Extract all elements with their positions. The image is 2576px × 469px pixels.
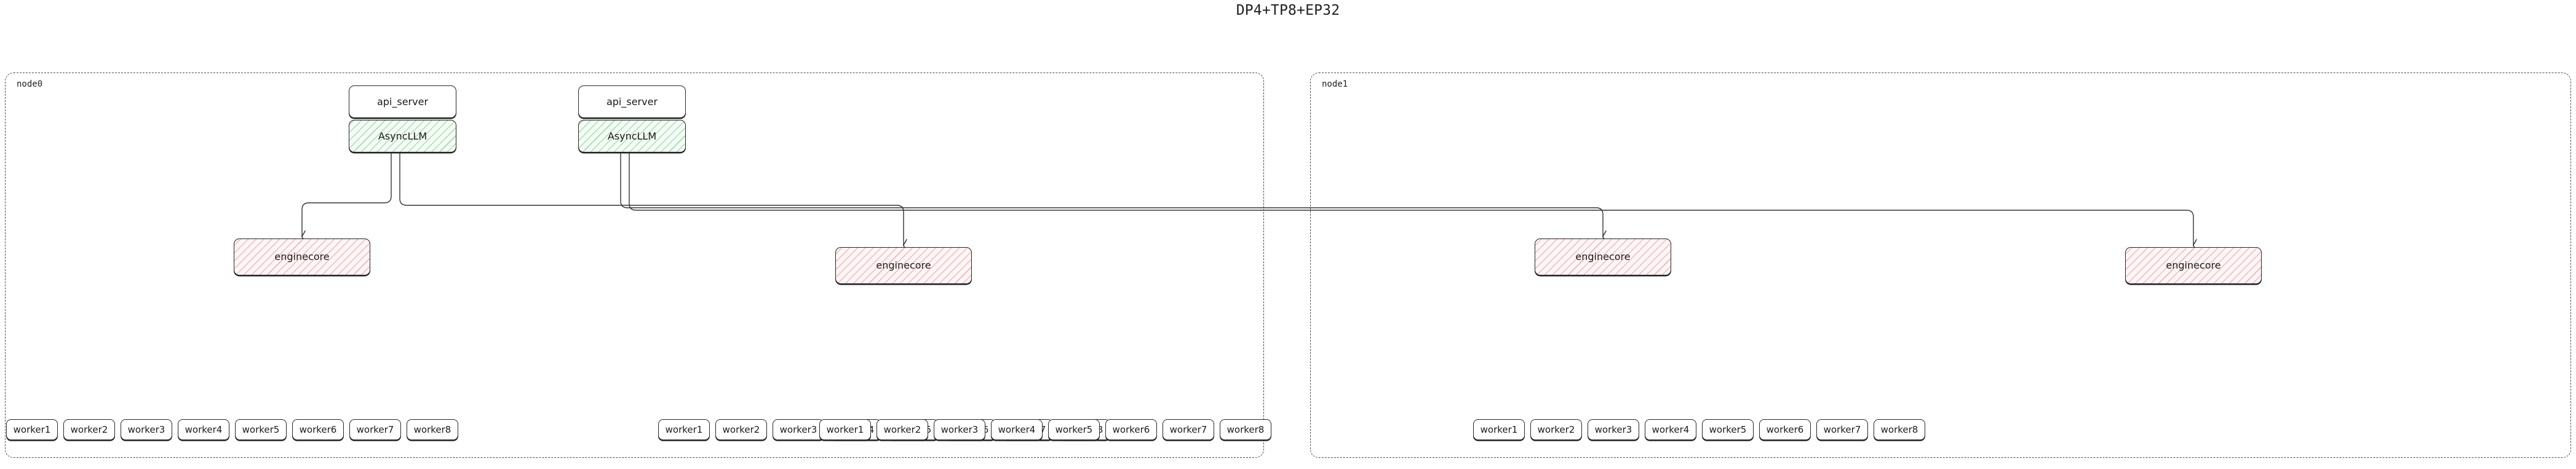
worker-box[interactable]: worker6	[292, 419, 344, 440]
worker-box[interactable]: worker2	[877, 419, 928, 440]
worker-box[interactable]: worker3	[121, 419, 172, 440]
worker-box-label: worker4	[1652, 424, 1690, 435]
worker-box[interactable]: worker7	[349, 419, 401, 440]
worker-box-label: worker4	[185, 424, 223, 435]
enginecore-box-0-label: enginecore	[274, 251, 330, 262]
worker-box-label: worker1	[13, 424, 51, 435]
worker-box[interactable]: worker4	[1645, 419, 1696, 440]
page-title: DP4+TP8+EP32	[1236, 2, 1340, 18]
worker-box[interactable]: worker1	[819, 419, 871, 440]
api-server-box-0[interactable]: api_server	[349, 85, 456, 118]
worker-box-label: worker6	[1766, 424, 1804, 435]
worker-box[interactable]: worker5	[1048, 419, 1100, 440]
worker-box[interactable]: worker2	[715, 419, 767, 440]
worker-box[interactable]: worker4	[178, 419, 229, 440]
worker-box-label: worker8	[1226, 424, 1265, 435]
worker-box-label: worker2	[1537, 424, 1575, 435]
worker-box-label: worker6	[1112, 424, 1150, 435]
worker-box[interactable]: worker1	[658, 419, 710, 440]
worker-box-label: worker2	[70, 424, 108, 435]
asyncllm-box-1[interactable]: AsyncLLM	[578, 120, 686, 152]
worker-box[interactable]: worker8	[1220, 419, 1271, 440]
worker-box-label: worker1	[826, 424, 864, 435]
worker-box-label: worker5	[242, 424, 280, 435]
worker-box-label: worker7	[1823, 424, 1861, 435]
api-server-box-1-label: api_server	[606, 95, 658, 108]
worker-box[interactable]: worker1	[6, 419, 58, 440]
api-server-box-0-label: api_server	[376, 95, 429, 108]
worker-box-label: worker1	[665, 424, 703, 435]
enginecore-box-3[interactable]: enginecore	[2125, 247, 2262, 284]
worker-box-label: worker8	[413, 424, 451, 435]
node-cluster-label: node0	[17, 79, 43, 89]
node-cluster-node1: node1	[1310, 73, 2571, 458]
worker-box-label: worker2	[883, 424, 921, 435]
enginecore-box-0[interactable]: enginecore	[234, 238, 370, 275]
worker-box[interactable]: worker8	[1874, 419, 1925, 440]
enginecore-box-1[interactable]: enginecore	[835, 247, 972, 284]
enginecore-box-2[interactable]: enginecore	[1535, 238, 1671, 275]
node-cluster-label: node1	[1322, 79, 1348, 89]
worker-box[interactable]: worker5	[1702, 419, 1754, 440]
worker-box[interactable]: worker2	[1530, 419, 1582, 440]
worker-box-label: worker1	[1480, 424, 1518, 435]
worker-box[interactable]: worker5	[235, 419, 287, 440]
worker-box[interactable]: worker7	[1816, 419, 1868, 440]
worker-box-label: worker2	[722, 424, 760, 435]
worker-box[interactable]: worker6	[1759, 419, 1811, 440]
worker-box[interactable]: worker8	[407, 419, 458, 440]
worker-box-label: worker7	[356, 424, 394, 435]
asyncllm-box-1-label: AsyncLLM	[607, 130, 657, 142]
worker-box[interactable]: worker1	[1473, 419, 1525, 440]
worker-box[interactable]: worker4	[991, 419, 1043, 440]
worker-box[interactable]: worker3	[934, 419, 985, 440]
worker-box-label: worker7	[1169, 424, 1207, 435]
worker-box[interactable]: worker3	[773, 419, 824, 440]
api-server-box-1[interactable]: api_server	[578, 85, 686, 118]
node-cluster-node0: node0	[5, 73, 1264, 458]
asyncllm-box-0-label: AsyncLLM	[378, 130, 427, 142]
worker-box-label: worker5	[1055, 424, 1093, 435]
worker-box-label: worker6	[299, 424, 337, 435]
worker-box[interactable]: worker2	[63, 419, 115, 440]
worker-box[interactable]: worker3	[1588, 419, 1639, 440]
worker-box-label: worker5	[1709, 424, 1747, 435]
worker-box-label: worker3	[127, 424, 165, 435]
worker-box-label: worker3	[940, 424, 979, 435]
enginecore-box-1-label: enginecore	[876, 259, 931, 271]
asyncllm-box-0[interactable]: AsyncLLM	[349, 120, 456, 152]
enginecore-box-2-label: enginecore	[1575, 251, 1631, 262]
enginecore-box-3-label: enginecore	[2166, 259, 2221, 271]
worker-box-label: worker4	[998, 424, 1036, 435]
worker-box[interactable]: worker6	[1105, 419, 1157, 440]
worker-box-label: worker8	[1880, 424, 1918, 435]
worker-box[interactable]: worker7	[1163, 419, 1214, 440]
worker-box-label: worker3	[779, 424, 817, 435]
worker-box-label: worker3	[1594, 424, 1632, 435]
